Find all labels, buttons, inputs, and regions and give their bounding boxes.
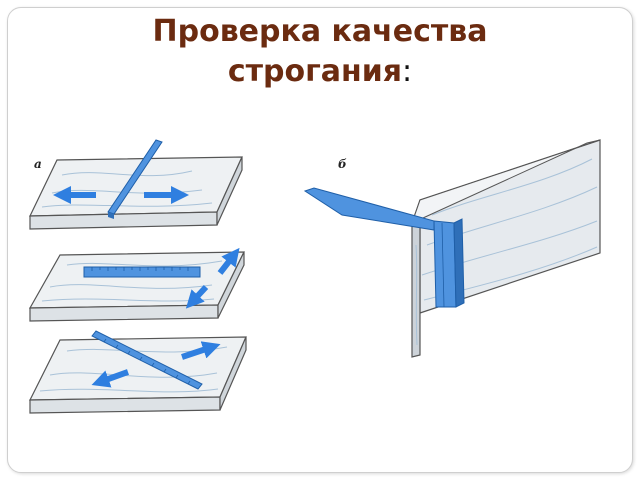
ruler-icon [83, 266, 201, 278]
title-colon: : [402, 54, 413, 89]
title-line-1: Проверка качества [152, 14, 488, 49]
title-line-2: строгания [227, 54, 403, 89]
ruler-icon [107, 139, 163, 219]
planing-check-figure: а б [22, 135, 602, 420]
try-square-icon [303, 187, 465, 308]
ruler-icon [91, 330, 203, 390]
label-b: б [338, 157, 347, 171]
arrow-icon [217, 247, 240, 275]
board-b [303, 139, 601, 358]
board-a2 [28, 247, 245, 322]
board-a3 [29, 330, 247, 414]
label-a: а [34, 157, 42, 171]
planing-check-illustration [28, 139, 601, 414]
arrow-icon [181, 341, 221, 360]
title-line-2-wrap: строгания: [0, 52, 640, 92]
arrow-icon [185, 284, 209, 309]
slide-title: Проверка качества строгания: [0, 12, 640, 92]
arrow-icon [91, 369, 130, 388]
board-a1 [29, 139, 243, 230]
